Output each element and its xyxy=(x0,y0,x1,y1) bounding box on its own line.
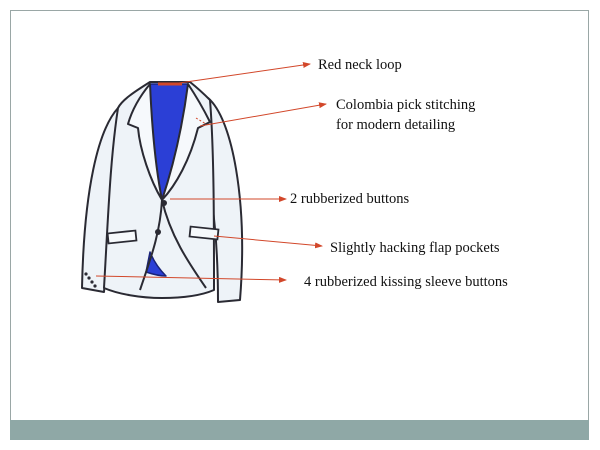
sleeve-button-3 xyxy=(90,280,94,284)
arrow-sleeve-buttons xyxy=(95,275,287,283)
callout-sleeve-buttons: 4 rubberized kissing sleeve buttons xyxy=(304,274,508,290)
sleeve-button-4 xyxy=(93,284,97,288)
arrow-pockets xyxy=(213,235,323,249)
front-edge xyxy=(139,199,163,291)
right-flap-pocket xyxy=(188,225,220,241)
left-flap-pocket xyxy=(106,229,138,245)
callout-stitching-line2: for modern detailing xyxy=(336,117,456,133)
arrow-stitching xyxy=(199,102,327,127)
left-lapel xyxy=(127,83,163,201)
callout-pockets: Slightly hacking flap pockets xyxy=(330,240,500,256)
arrow-neck-loop xyxy=(171,62,311,85)
callout-buttons: 2 rubberized buttons xyxy=(290,191,410,207)
pick-stitching xyxy=(195,117,207,125)
jacket-illustration xyxy=(81,81,244,303)
front-button-2 xyxy=(155,229,161,235)
sleeve-button-1 xyxy=(84,272,88,276)
footer-bar xyxy=(10,420,589,440)
front-edge-right xyxy=(161,199,207,289)
front-button-1 xyxy=(161,200,167,206)
callout-neck-loop: Red neck loop xyxy=(318,57,402,73)
right-lapel xyxy=(161,83,211,201)
sleeve-button-2 xyxy=(87,276,91,280)
callout-stitching-line1: Colombia pick stitching xyxy=(336,97,476,113)
